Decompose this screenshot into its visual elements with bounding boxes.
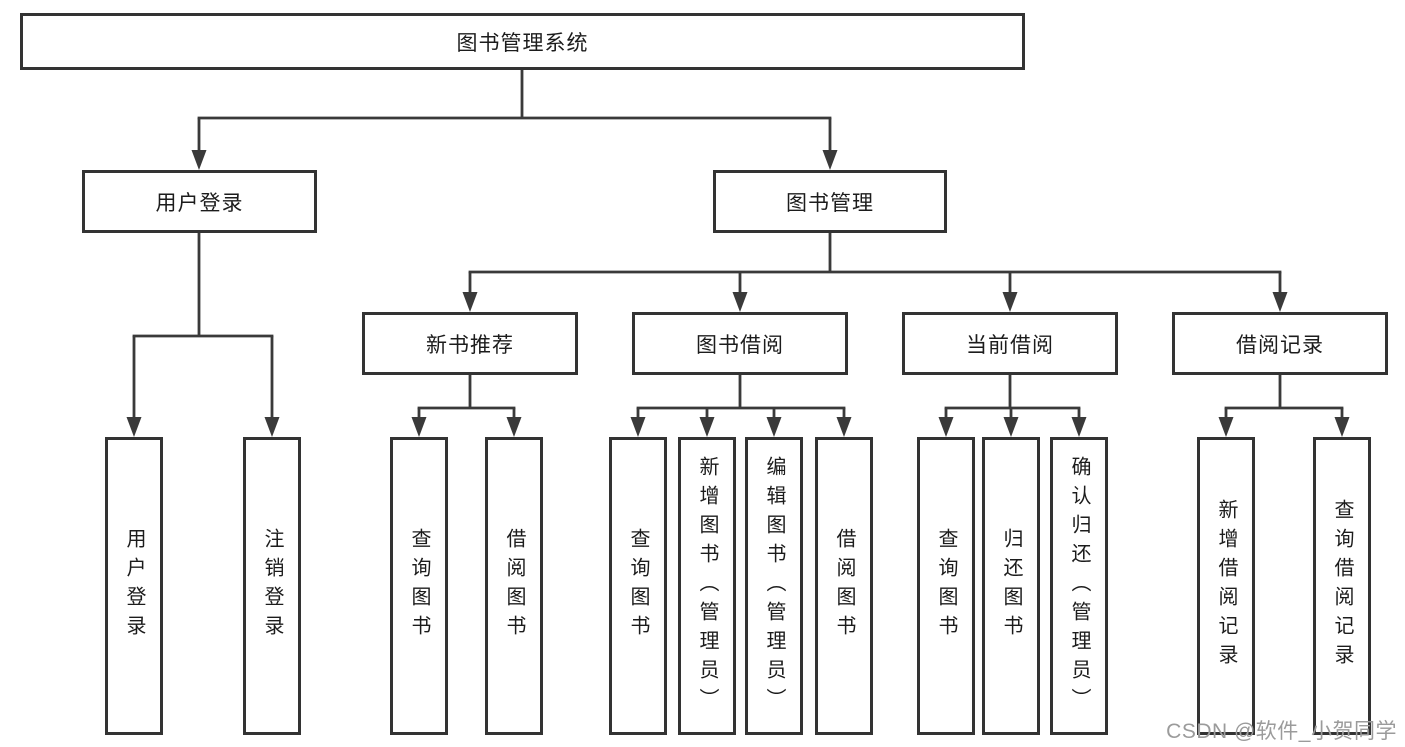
leaf-borrow-books-label: 借阅图书 <box>833 528 855 644</box>
node-current-borrow-label: 当前借阅 <box>966 333 1054 357</box>
node-borrow-records: 借阅记录 <box>1172 312 1388 375</box>
leaf-add-borrow-record-label: 新增借阅记录 <box>1215 499 1237 673</box>
leaf-query-books-borrow: 查询图书 <box>609 437 667 735</box>
leaf-logout-label: 注销登录 <box>261 528 283 644</box>
leaf-query-books-current: 查询图书 <box>917 437 975 735</box>
leaf-logout: 注销登录 <box>243 437 301 735</box>
leaf-query-books-borrow-label: 查询图书 <box>627 528 649 644</box>
node-book-management-label: 图书管理 <box>786 191 874 215</box>
leaf-confirm-return-admin: 确认归还（管理员） <box>1050 437 1108 735</box>
leaf-query-borrow-record: 查询借阅记录 <box>1313 437 1371 735</box>
leaf-add-borrow-record: 新增借阅记录 <box>1197 437 1255 735</box>
node-user-login-label: 用户登录 <box>155 191 244 215</box>
node-library-system: 图书管理系统 <box>20 13 1025 70</box>
leaf-query-books-recommend-label: 查询图书 <box>408 528 430 644</box>
node-current-borrow: 当前借阅 <box>902 312 1118 375</box>
node-borrow-records-label: 借阅记录 <box>1236 333 1324 357</box>
leaf-return-book-label: 归还图书 <box>1000 528 1022 644</box>
leaf-user-login-label: 用户登录 <box>123 528 145 644</box>
node-book-management: 图书管理 <box>713 170 947 233</box>
leaf-query-books-recommend: 查询图书 <box>390 437 448 735</box>
leaf-borrow-books-recommend: 借阅图书 <box>485 437 543 735</box>
csdn-watermark: CSDN @软件_小贺同学 <box>1166 720 1397 743</box>
leaf-confirm-return-admin-label: 确认归还（管理员） <box>1068 455 1090 717</box>
leaf-user-login: 用户登录 <box>105 437 163 735</box>
node-new-book-recommend-label: 新书推荐 <box>426 333 514 357</box>
leaf-edit-book-admin: 编辑图书（管理员） <box>745 437 803 735</box>
leaf-borrow-books-recommend-label: 借阅图书 <box>503 528 525 644</box>
leaf-borrow-books: 借阅图书 <box>815 437 873 735</box>
leaf-edit-book-admin-label: 编辑图书（管理员） <box>763 455 785 717</box>
node-book-borrow-label: 图书借阅 <box>696 333 784 357</box>
node-library-system-label: 图书管理系统 <box>456 31 589 55</box>
node-book-borrow: 图书借阅 <box>632 312 848 375</box>
leaf-add-book-admin: 新增图书（管理员） <box>678 437 736 735</box>
leaf-query-books-current-label: 查询图书 <box>935 528 957 644</box>
leaf-return-book: 归还图书 <box>982 437 1040 735</box>
node-user-login: 用户登录 <box>82 170 317 233</box>
leaf-query-borrow-record-label: 查询借阅记录 <box>1331 499 1353 673</box>
leaf-add-book-admin-label: 新增图书（管理员） <box>696 455 718 717</box>
node-new-book-recommend: 新书推荐 <box>362 312 578 375</box>
